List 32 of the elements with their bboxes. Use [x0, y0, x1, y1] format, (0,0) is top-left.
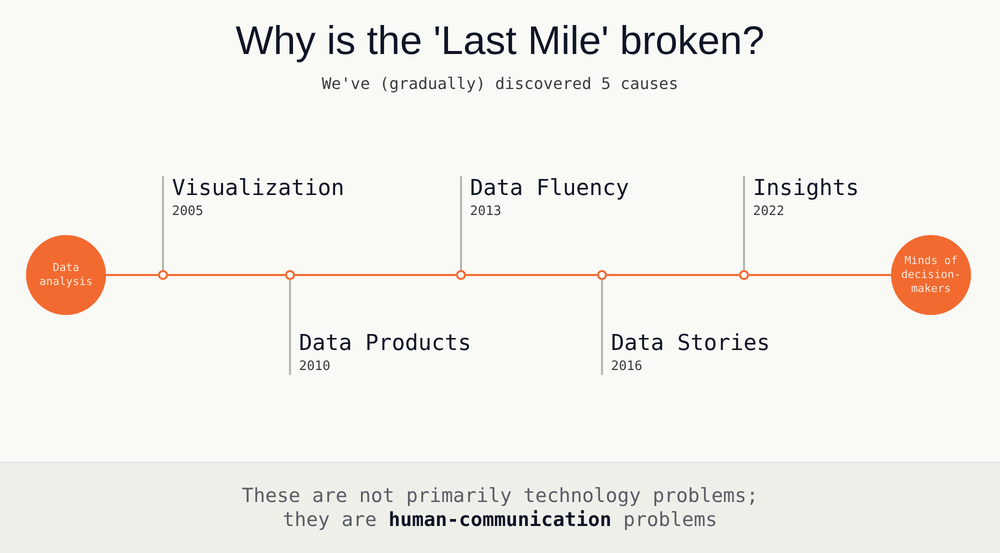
timeline-line	[749, 274, 891, 276]
milestone-year: 2013	[470, 204, 502, 220]
milestone-year: 2016	[611, 359, 642, 375]
ring-marker-icon	[739, 270, 749, 280]
node-label: Minds of decision-makers	[900, 254, 962, 296]
milestone-year: 2010	[299, 359, 330, 375]
timeline-line	[466, 274, 597, 276]
subtitle: We've (gradually) discovered 5 causes	[322, 74, 678, 94]
milestone-title: Data Stories	[611, 331, 770, 357]
footer-band	[0, 462, 1000, 553]
footer-note: These are not primarily technology problems; they are human-communication problems	[240, 484, 760, 532]
milestone-year: 2022	[753, 204, 784, 220]
node-label: Data analysis	[38, 261, 94, 289]
leader-line	[162, 176, 164, 270]
leader-line	[743, 176, 745, 270]
milestone-year: 2005	[172, 204, 204, 220]
milestone-title: Visualization	[172, 176, 344, 202]
milestone-title: Data Fluency	[470, 176, 629, 202]
leader-line	[601, 280, 603, 375]
title: Why is the 'Last Mile' broken?	[236, 18, 764, 64]
leader-line	[460, 176, 462, 270]
ring-marker-icon	[456, 270, 466, 280]
ring-marker-icon	[158, 270, 168, 280]
milestone-title: Data Products	[299, 331, 472, 357]
milestone-title: Insights	[753, 176, 859, 202]
leader-line	[289, 280, 291, 375]
ring-marker-icon	[285, 270, 295, 280]
ring-marker-icon	[597, 270, 607, 280]
timeline-line	[607, 274, 739, 276]
timeline-line	[295, 274, 456, 276]
timeline-line	[168, 274, 285, 276]
timeline-line	[106, 274, 158, 276]
